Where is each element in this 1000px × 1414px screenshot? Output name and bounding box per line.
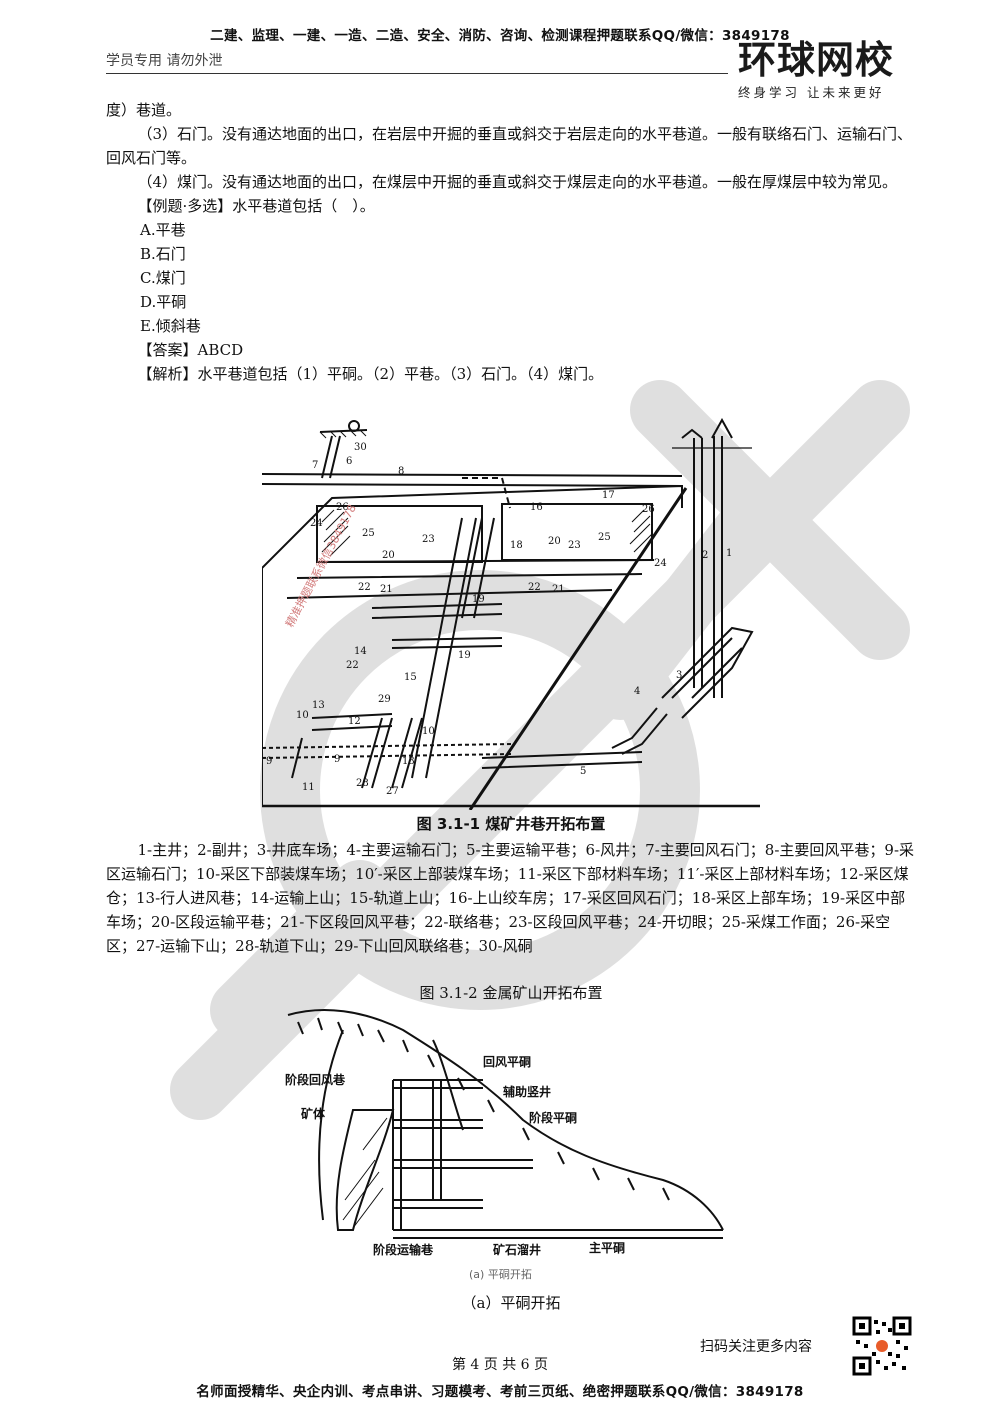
fig2-label-aux-shaft: 辅助竖井 (503, 1084, 551, 1099)
fig1-label: 19 (458, 650, 471, 661)
logo-slogan: 终身学习 让未来更好 (738, 85, 885, 100)
fig1-label: 18 (510, 540, 523, 551)
paragraph-shimen: （3）石门。没有通达地面的出口，在岩层中开掘的垂直或斜交于岩层走向的水平巷道。一… (106, 125, 913, 167)
paragraph-1: 度）巷道。 (106, 101, 182, 119)
figure-2-subcaption: （a）平硐开拓 (461, 1294, 561, 1312)
fig1-label: 19 (472, 594, 485, 605)
fig2-label-ore-body: 矿体 (301, 1106, 326, 1121)
fig1-label: 9 (266, 756, 272, 767)
bottom-banner: 名师面授精华、央企内训、考点串讲、习题模考、考前三页纸、绝密押题联系QQ/微信：… (196, 1384, 804, 1400)
fig2-label-stage-return: 阶段回风巷 (285, 1072, 346, 1087)
figure-2-caption: 图 3.1-2 金属矿山开拓布置 (419, 984, 603, 1002)
fig1-label: 12 (348, 716, 361, 727)
fig1-label: 16 (530, 502, 543, 513)
fig1-label: 11 (302, 782, 315, 793)
fig1-label: 22 (346, 660, 359, 671)
fig2-label-ore-pass: 矿石溜井 (493, 1242, 541, 1257)
option-a: A.平巷 (140, 221, 186, 239)
fig2-label-return-adit: 回风平硐 (483, 1055, 531, 1069)
fig1-label: 23 (568, 540, 581, 551)
paragraph-meimen: （4）煤门。没有通达地面的出口，在煤层中开掘的垂直或斜交于煤层走向的水平巷道。一… (137, 173, 898, 191)
metal-mine-diagram: 阶段回风巷 回风平硐 辅助竖井 矿体 阶段平硐 阶段运输巷 矿石溜井 主平硐 (… (285, 1009, 724, 1280)
fig1-label: 17 (602, 490, 615, 501)
figure-1-legend: 1-主井；2-副井；3-井底车场；4-主要运输石门；5-主要运输平巷；6-风井；… (106, 841, 915, 955)
option-d: D.平硐 (140, 293, 187, 311)
fig2-label-stage-haulage: 阶段运输巷 (373, 1242, 434, 1257)
fig1-label: 27 (386, 786, 399, 797)
fig2-label-main-adit: 主平硐 (589, 1240, 625, 1255)
fig1-label: 22 (358, 582, 371, 593)
confidential-note: 学员专用 请勿外泄 (106, 53, 223, 69)
fig2-label-stage-adit: 阶段平硐 (529, 1110, 577, 1125)
option-c: C.煤门 (140, 269, 186, 287)
fig1-label: 20 (548, 536, 561, 547)
fig1-label: 26 (336, 502, 349, 513)
fig1-label: 4 (634, 686, 640, 697)
fig2-inner-caption: (a) 平硐开拓 (469, 1267, 532, 1280)
fig1-label: 10' (422, 726, 437, 737)
fig1-label: 8 (398, 466, 404, 477)
fig1-label: 10 (296, 710, 309, 721)
fig1-label: 24 (654, 558, 667, 569)
fig1-label: 15 (404, 672, 417, 683)
header-divider (106, 73, 728, 74)
analysis: 【解析】水平巷道包括（1）平硐。（2）平巷。（3）石门。（4）煤门。 (137, 365, 604, 383)
fig1-label: 20 (382, 550, 395, 561)
option-e: E.倾斜巷 (140, 317, 201, 335)
top-banner: 二建、监理、一建、一造、二造、安全、消防、咨询、检测课程押题联系QQ/微信：38… (210, 28, 790, 44)
fig1-label: 23 (422, 534, 435, 545)
qr-code-icon[interactable] (852, 1316, 912, 1376)
fig1-label: 1 (726, 548, 732, 559)
fig1-label: 5 (580, 766, 586, 777)
fig1-label: 13 (312, 700, 325, 711)
option-b: B.石门 (140, 245, 186, 263)
fig1-label: 7 (312, 460, 318, 471)
fig1-label: 28 (356, 778, 369, 789)
fig1-label: 3 (676, 670, 682, 681)
fig1-label: 25 (362, 528, 375, 539)
fig1-label: 25 (598, 532, 611, 543)
content-body: 度）巷道。 （3）石门。没有通达地面的出口，在岩层中开掘的垂直或斜交于岩层走向的… (106, 98, 916, 386)
answer: 【答案】ABCD (137, 341, 244, 359)
example-question: 【例题·多选】水平巷道包括（ ）。 (137, 197, 375, 215)
fig1-label: 21 (552, 584, 565, 595)
fig1-label: 21 (380, 584, 393, 595)
fig1-label: 26 (642, 504, 655, 515)
fig1-label: 6 (346, 456, 352, 467)
page-number: 第 4 页 共 6 页 (451, 1357, 549, 1373)
fig1-label: 29 (378, 694, 391, 705)
fig1-label: 2 (702, 550, 708, 561)
fig1-label: 22 (528, 582, 541, 593)
coal-mine-diagram: 30 7 6 8 17 16 26 24 25 23 20 18 23 20 2… (262, 418, 760, 810)
brand-logo: 环球网校 终身学习 让未来更好 (738, 40, 918, 100)
fig1-label: 13 (402, 756, 415, 767)
fig1-label: 9 (334, 754, 340, 765)
fig1-label: 24 (310, 518, 323, 529)
scan-prompt: 扫码关注更多内容 (700, 1339, 812, 1355)
fig1-label: 14 (354, 646, 367, 657)
figure-1-caption: 图 3.1-1 煤矿井巷开拓布置 (416, 815, 606, 833)
fig1-label: 30 (354, 442, 367, 453)
logo-text: 环球网校 (738, 38, 895, 82)
